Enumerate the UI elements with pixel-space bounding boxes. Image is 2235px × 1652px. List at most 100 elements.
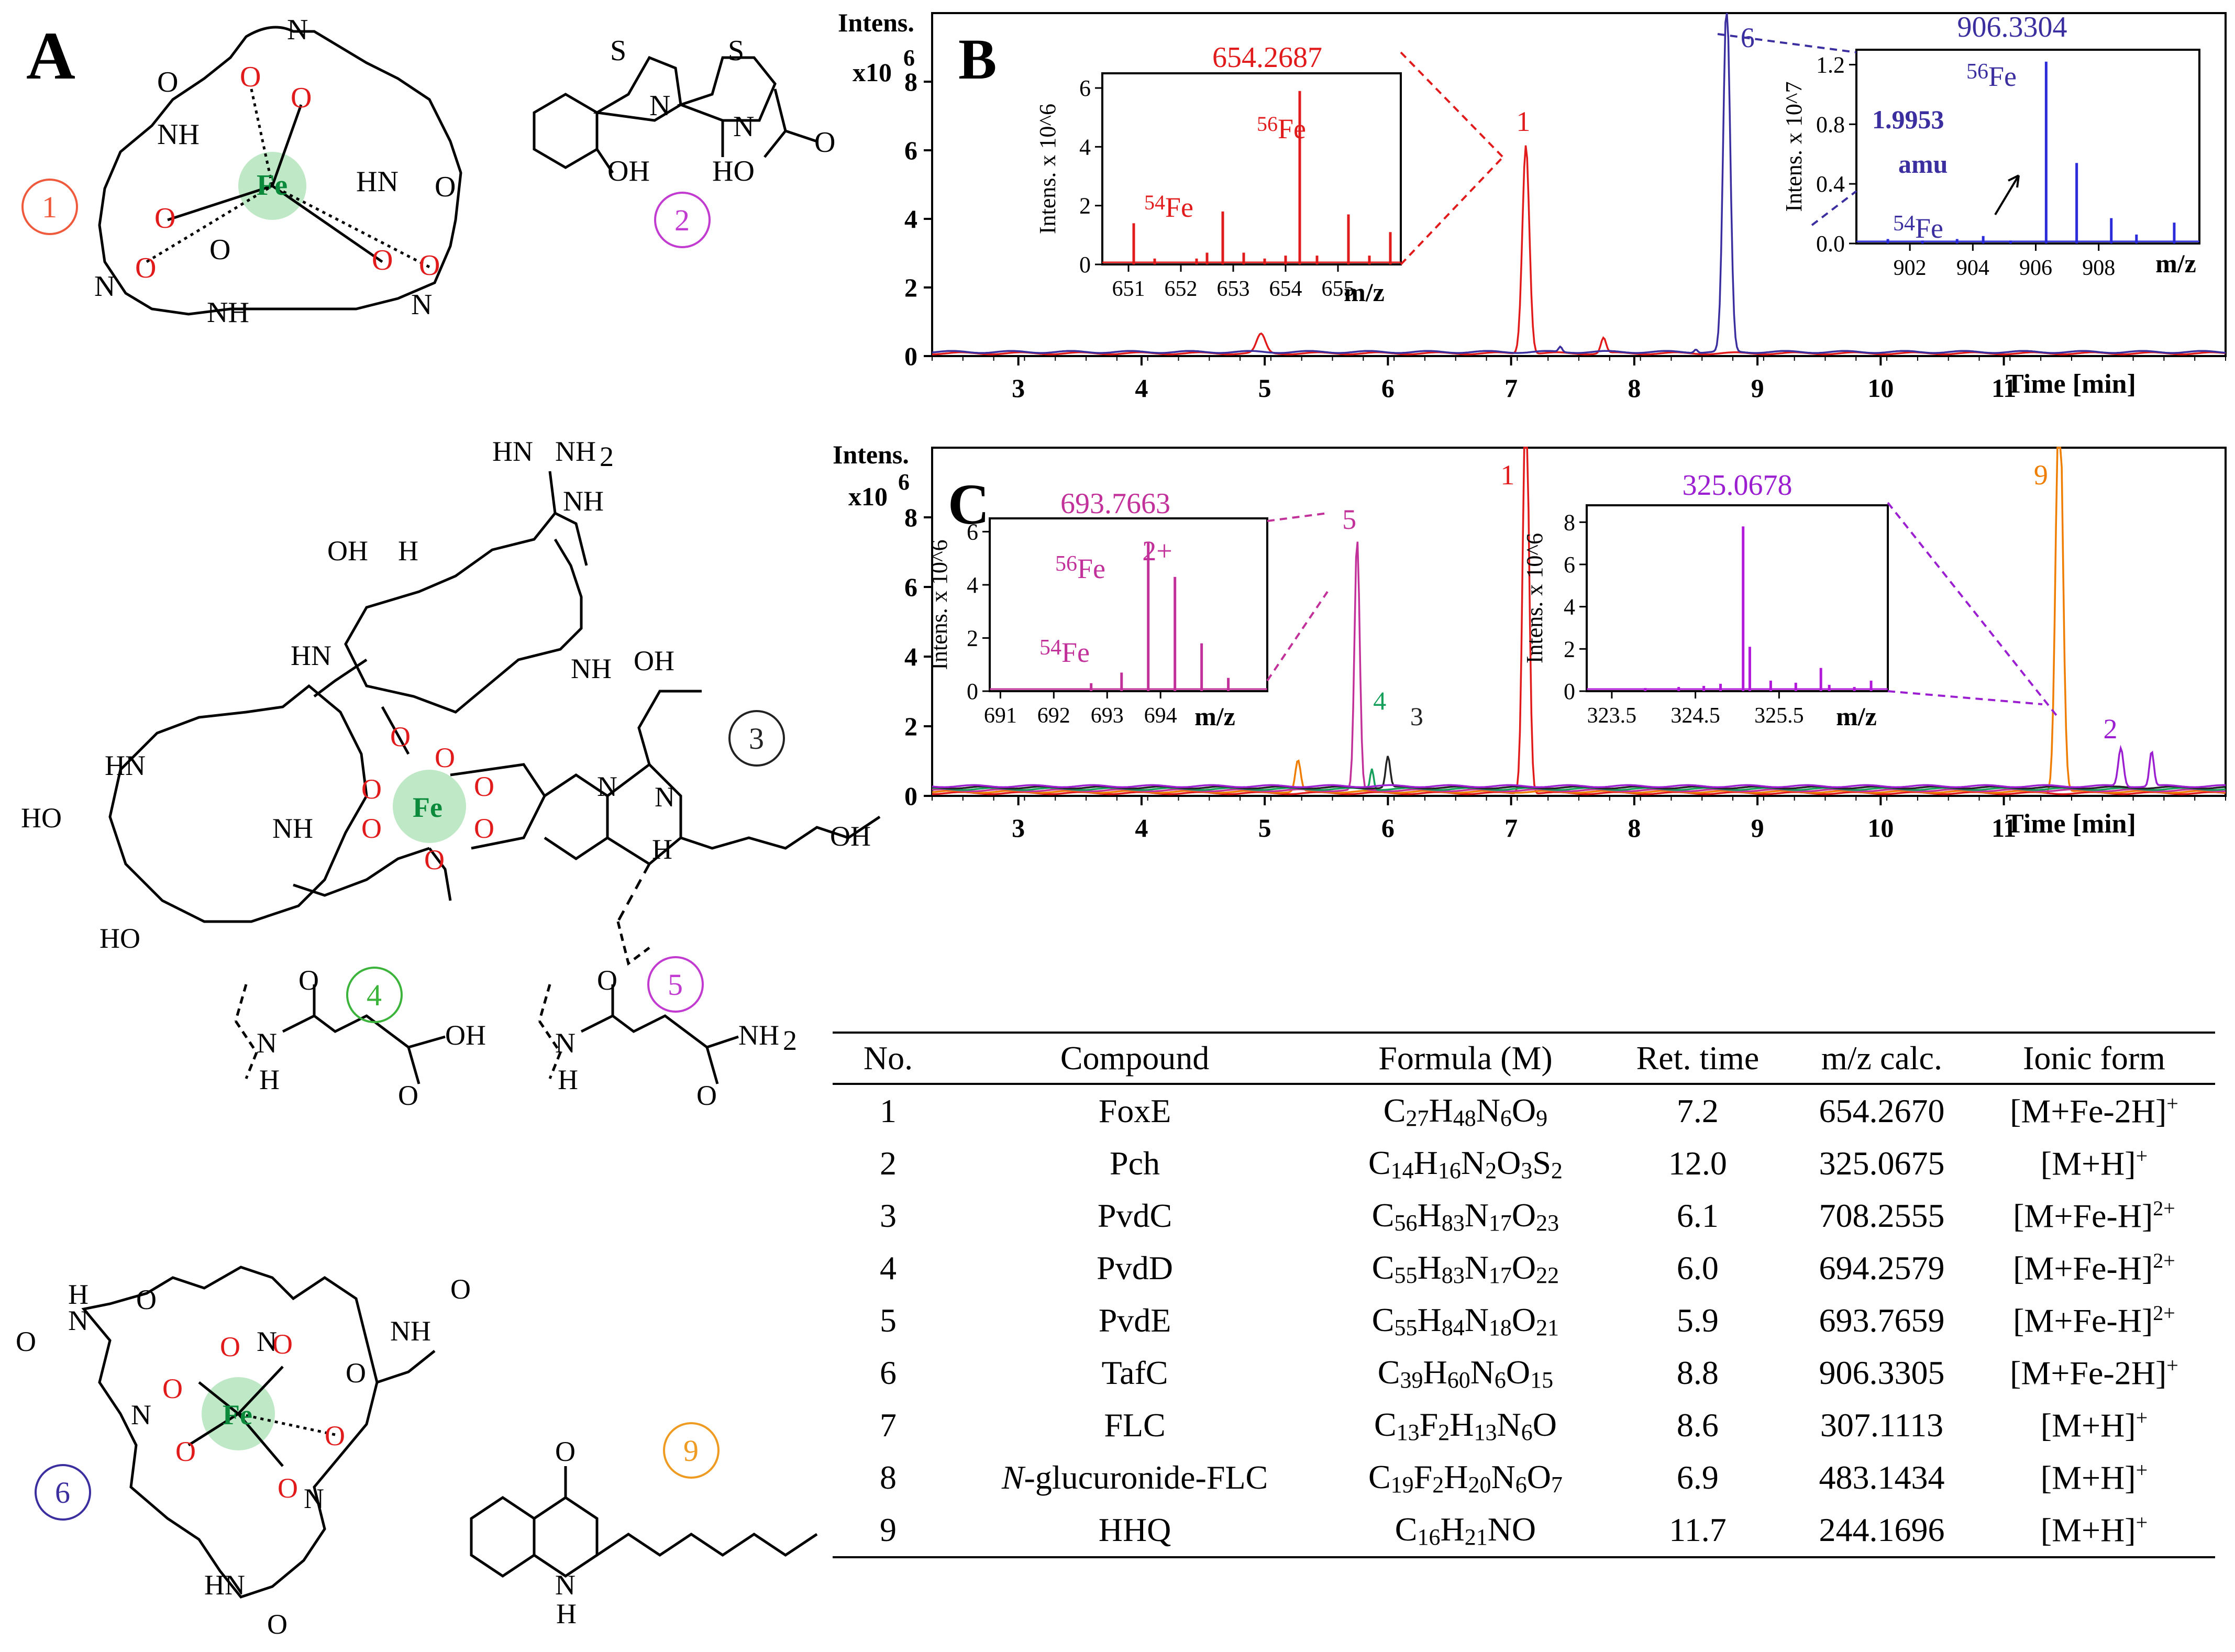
inset-b1-xlabel: m/z [1344, 278, 1385, 307]
atom-n: N [555, 1569, 576, 1601]
cell-ret-time: 11.7 [1605, 1504, 1790, 1558]
svg-text:5: 5 [668, 968, 683, 1002]
cell-ret-time: 12.0 [1668, 1145, 1727, 1182]
inset-b2-amu-value: 1.9953 [1872, 105, 1944, 134]
x-tick-label: 3 [1012, 813, 1025, 842]
inset-c2-ylabel: Intens. x 10^6 [1522, 533, 1547, 663]
atom-n: N [257, 1326, 277, 1357]
x-tick-label: 5 [1258, 813, 1271, 842]
inset-c2-frame [1586, 504, 1889, 692]
cell-ret-time: 6.0 [1676, 1249, 1719, 1287]
atom-hn: HN [105, 750, 146, 781]
y-tick-label: 0 [904, 781, 917, 811]
inset-c1-frame [989, 517, 1268, 692]
cell-compound: PvdD [1097, 1249, 1173, 1287]
cell-compound: FoxE [1098, 1092, 1171, 1129]
chart-c-y-title: Intens. [833, 440, 909, 469]
x-tick-label: 693 [1091, 704, 1124, 728]
panel-label-a: A [26, 18, 75, 94]
atom-o: O [162, 1373, 183, 1404]
fe-label: Fe [413, 792, 442, 823]
x-tick-label: 692 [1037, 704, 1070, 728]
cell-mz: 244.1696 [1790, 1504, 1973, 1558]
y-tick-label: 8 [1564, 509, 1575, 535]
atom-h: H [558, 1064, 578, 1095]
inset-c1-title: 693.7663 [1060, 487, 1170, 520]
atom-o: O [346, 1357, 366, 1389]
inset-b2-arrowhead [2008, 174, 2020, 188]
atom-n: N [94, 270, 115, 303]
x-tick-label: 902 [1894, 256, 1927, 280]
atom-o: O [450, 1273, 471, 1305]
inset-c1-xlabel: m/z [1194, 702, 1235, 731]
cell-mz: 693.7659 [1819, 1302, 1945, 1339]
atom-nh: NH [571, 653, 612, 684]
atom-o: O [597, 964, 617, 996]
atom-nh: NH [272, 813, 313, 844]
svg-text:9: 9 [683, 1434, 699, 1468]
y-tick-label: 1.2 [1816, 52, 1845, 77]
inset-c1-fe54: 54Fe [1039, 636, 1090, 668]
cell-ionic-form: [M+Fe-H]2+ [2013, 1301, 2175, 1339]
chart-c-x-label: Time [min] [2006, 809, 2136, 839]
cell-mz: 906.3305 [1819, 1354, 1945, 1391]
formula-subscript: 19 [1390, 1471, 1414, 1498]
atom-o: O [278, 1472, 298, 1504]
structure-compound-6 [81, 1266, 436, 1599]
formula-subscript: 9 [1536, 1105, 1548, 1131]
inset-c2-title: 325.0678 [1683, 469, 1793, 502]
column-header: m/z calc. [1790, 1032, 1973, 1085]
cell-formula: C16H21NO [1326, 1504, 1605, 1558]
y-tick-label: 4 [904, 642, 917, 671]
atom-oh: OH [327, 535, 368, 567]
atom-nh: NH [563, 485, 604, 517]
svg-text:6: 6 [55, 1476, 70, 1510]
y-tick-label: 2 [1079, 193, 1091, 219]
cell-no: 1 [880, 1092, 897, 1129]
formula-subscript: 84 [1441, 1314, 1465, 1340]
atom-nh: NH [390, 1315, 431, 1347]
x-tick-label: 4 [1135, 813, 1148, 842]
atom-hn: HN [356, 165, 399, 198]
x-tick-label: 651 [1112, 277, 1145, 301]
atom-o: O [291, 82, 312, 114]
atom-o: O [696, 1080, 717, 1111]
atom-oh: OH [830, 821, 871, 852]
formula-subscript: 2 [1438, 1419, 1450, 1445]
cell-compound: PvdC [1097, 1197, 1172, 1234]
column-header: Ret. time [1605, 1032, 1790, 1085]
inset-b2-fe54: 54Fe [1893, 212, 1943, 244]
cell-formula: C27H48N6O9 [1383, 1091, 1548, 1131]
atom-o: O [157, 66, 178, 98]
cell-ret-time: 7.2 [1676, 1092, 1719, 1129]
cell-mz: 307.1113 [1820, 1406, 1944, 1444]
svg-text:1: 1 [42, 190, 57, 224]
atom-o: O [398, 1080, 418, 1111]
inset-b2-arrow [1994, 174, 2020, 216]
x-tick-label: 653 [1217, 277, 1250, 301]
formula-subscript: 6 [1494, 1367, 1506, 1393]
cell-no: 7 [880, 1406, 897, 1444]
y-tick-label: 0 [904, 341, 917, 371]
y-tick-label: 0.0 [1816, 231, 1845, 257]
atom-nh2: NH [738, 1019, 779, 1051]
y-tick-label: 0.4 [1816, 171, 1845, 197]
cell-formula: C55H84N18O21 [1371, 1301, 1559, 1340]
cell-mz: 708.2555 [1819, 1197, 1945, 1234]
cell-no: 8 [880, 1459, 897, 1496]
x-tick-label: 323.5 [1587, 704, 1637, 728]
y-tick-label: 8 [904, 67, 917, 96]
x-tick-label: 654 [1269, 277, 1302, 301]
column-header: Ionic form [1973, 1032, 2215, 1085]
x-tick-label: 11 [1991, 813, 2016, 842]
series-line [932, 745, 2226, 789]
atom-o: O [136, 1284, 157, 1315]
charge-superscript: + [2166, 1354, 2178, 1378]
atom-o: O [555, 1436, 576, 1467]
y-tick-label: 4 [967, 572, 978, 598]
atom-o: O [16, 1326, 36, 1357]
